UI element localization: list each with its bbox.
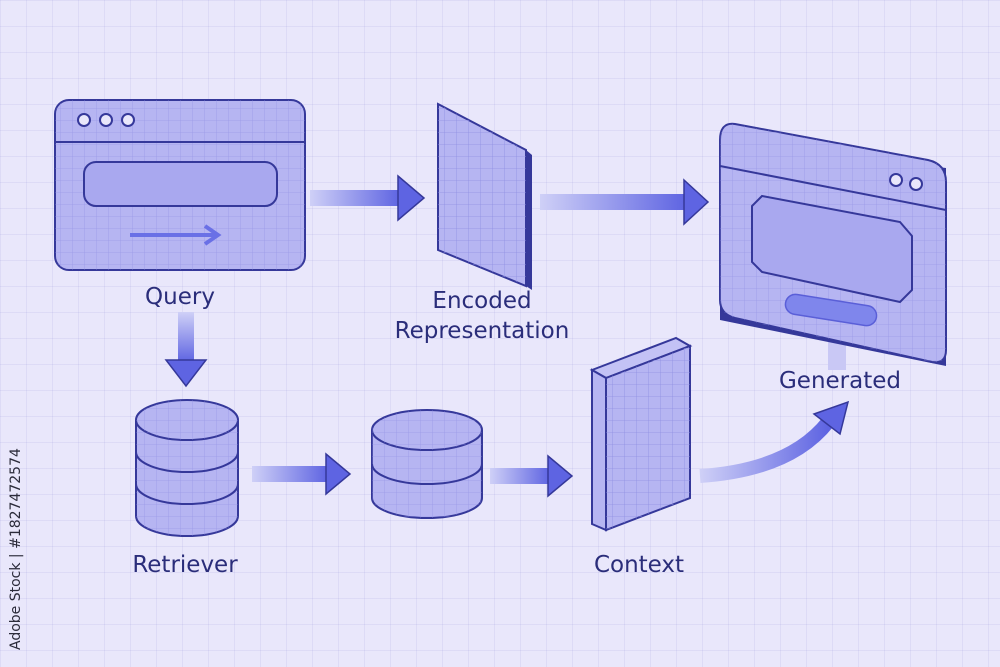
retriever-label: Retriever xyxy=(132,552,238,578)
query-label: Query xyxy=(145,284,215,310)
context-document-icon xyxy=(589,336,693,532)
generated-label: Generated xyxy=(778,368,902,394)
arrow-query-to-encoded xyxy=(310,174,426,222)
retriever-database-icon xyxy=(135,399,239,537)
query-window-icon xyxy=(54,99,306,271)
arrow-encoded-to-generated xyxy=(540,178,710,226)
encoded-panel-icon xyxy=(437,102,532,290)
encoded-label-line2: Representation xyxy=(394,318,570,344)
encoded-label-line1: Encoded xyxy=(432,288,532,314)
stock-watermark: Adobe Stock | #1827472574 xyxy=(8,448,24,650)
context-label: Context xyxy=(593,552,685,578)
vector-store-database-icon xyxy=(371,409,483,519)
encoded-label: Encoded Representation xyxy=(372,286,592,346)
arrow-store-to-context xyxy=(490,454,574,498)
arrow-retriever-to-store xyxy=(252,452,352,496)
arrow-query-to-retriever xyxy=(164,312,208,388)
arrow-context-to-generated xyxy=(699,400,850,483)
generated-window-icon xyxy=(719,122,947,370)
